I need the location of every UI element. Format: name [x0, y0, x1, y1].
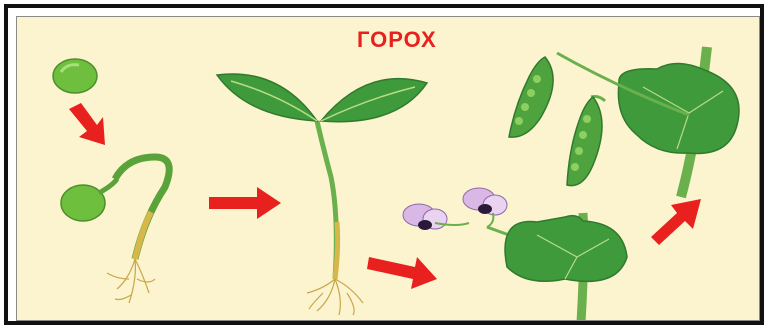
illustration-panel: ГОРОХ	[16, 16, 760, 321]
image-frame: ГОРОХ	[4, 4, 764, 325]
page-title: ГОРОХ	[357, 27, 437, 53]
pea-seed-icon	[53, 59, 97, 93]
pea-lifecycle-diagram	[17, 17, 760, 321]
